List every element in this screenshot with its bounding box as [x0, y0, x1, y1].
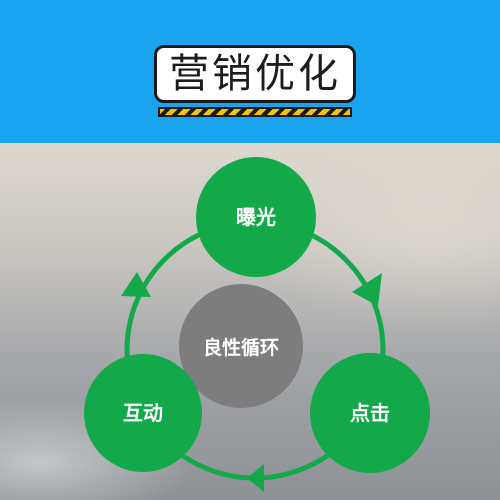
header-banner: 营销优化	[0, 0, 500, 143]
node-click	[310, 353, 430, 473]
diagram-area: 良性循环 曝光 点击 互动	[0, 143, 500, 500]
cycle-diagram: 良性循环 曝光 点击 互动	[84, 157, 430, 492]
node-interact-label: 互动	[123, 401, 163, 425]
arrow-to-exposure	[121, 272, 151, 297]
arrow-to-interact	[247, 464, 264, 492]
title-box: 营销优化	[154, 45, 356, 103]
hazard-stripe	[158, 107, 352, 117]
center-circle	[179, 284, 303, 408]
page-title: 营销优化	[169, 51, 341, 97]
node-interact	[84, 354, 202, 472]
arrow-to-click	[352, 273, 382, 306]
node-exposure-label: 曝光	[236, 205, 276, 229]
node-click-label: 点击	[350, 401, 390, 425]
node-exposure	[196, 157, 316, 277]
center-label: 良性循环	[203, 336, 279, 359]
